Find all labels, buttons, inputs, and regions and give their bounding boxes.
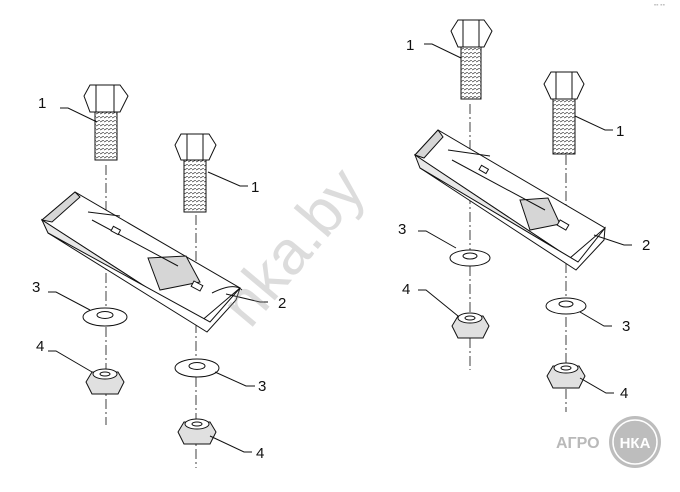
nut: [546, 362, 586, 389]
callout-washer: 3: [622, 318, 630, 335]
callout-washer: 3: [258, 378, 266, 395]
leader-lines: [48, 107, 268, 453]
callout-nut: 4: [36, 338, 44, 355]
knife-bar: [40, 191, 243, 333]
nut: [177, 418, 217, 445]
corner-code: "" "": [654, 4, 665, 10]
callout-nut: 4: [620, 385, 628, 402]
right-assembly: [413, 19, 632, 412]
bolt: [83, 84, 129, 161]
leader-lines: [418, 43, 632, 394]
washer: [545, 297, 587, 315]
nut: [85, 368, 125, 395]
logo-badge: [609, 416, 661, 468]
nut: [451, 312, 490, 339]
brand-logo: АГРО НКА: [556, 416, 661, 468]
callout-bolt: 1: [616, 123, 624, 140]
knife-bar: [413, 129, 606, 271]
left-assembly: [40, 84, 268, 468]
bolt: [450, 19, 493, 100]
washer: [449, 249, 491, 267]
callout-washer: 3: [32, 279, 40, 296]
callout-knife: 2: [642, 237, 650, 254]
callout-nut: 4: [256, 445, 264, 462]
callout-knife: 2: [278, 295, 286, 312]
bolt: [543, 71, 585, 155]
bolt: [174, 133, 217, 213]
watermark: nka.by: [208, 155, 378, 339]
callout-bolt: 1: [251, 179, 259, 196]
callout-nut: 4: [402, 281, 410, 298]
callout-washer: 3: [398, 221, 406, 238]
logo-badge-text: НКА: [620, 435, 651, 452]
callout-bolt: 1: [406, 37, 414, 54]
washer: [82, 307, 128, 327]
callout-bolt: 1: [38, 95, 46, 112]
logo-left-text: АГРО: [556, 435, 600, 452]
washer: [174, 358, 220, 378]
